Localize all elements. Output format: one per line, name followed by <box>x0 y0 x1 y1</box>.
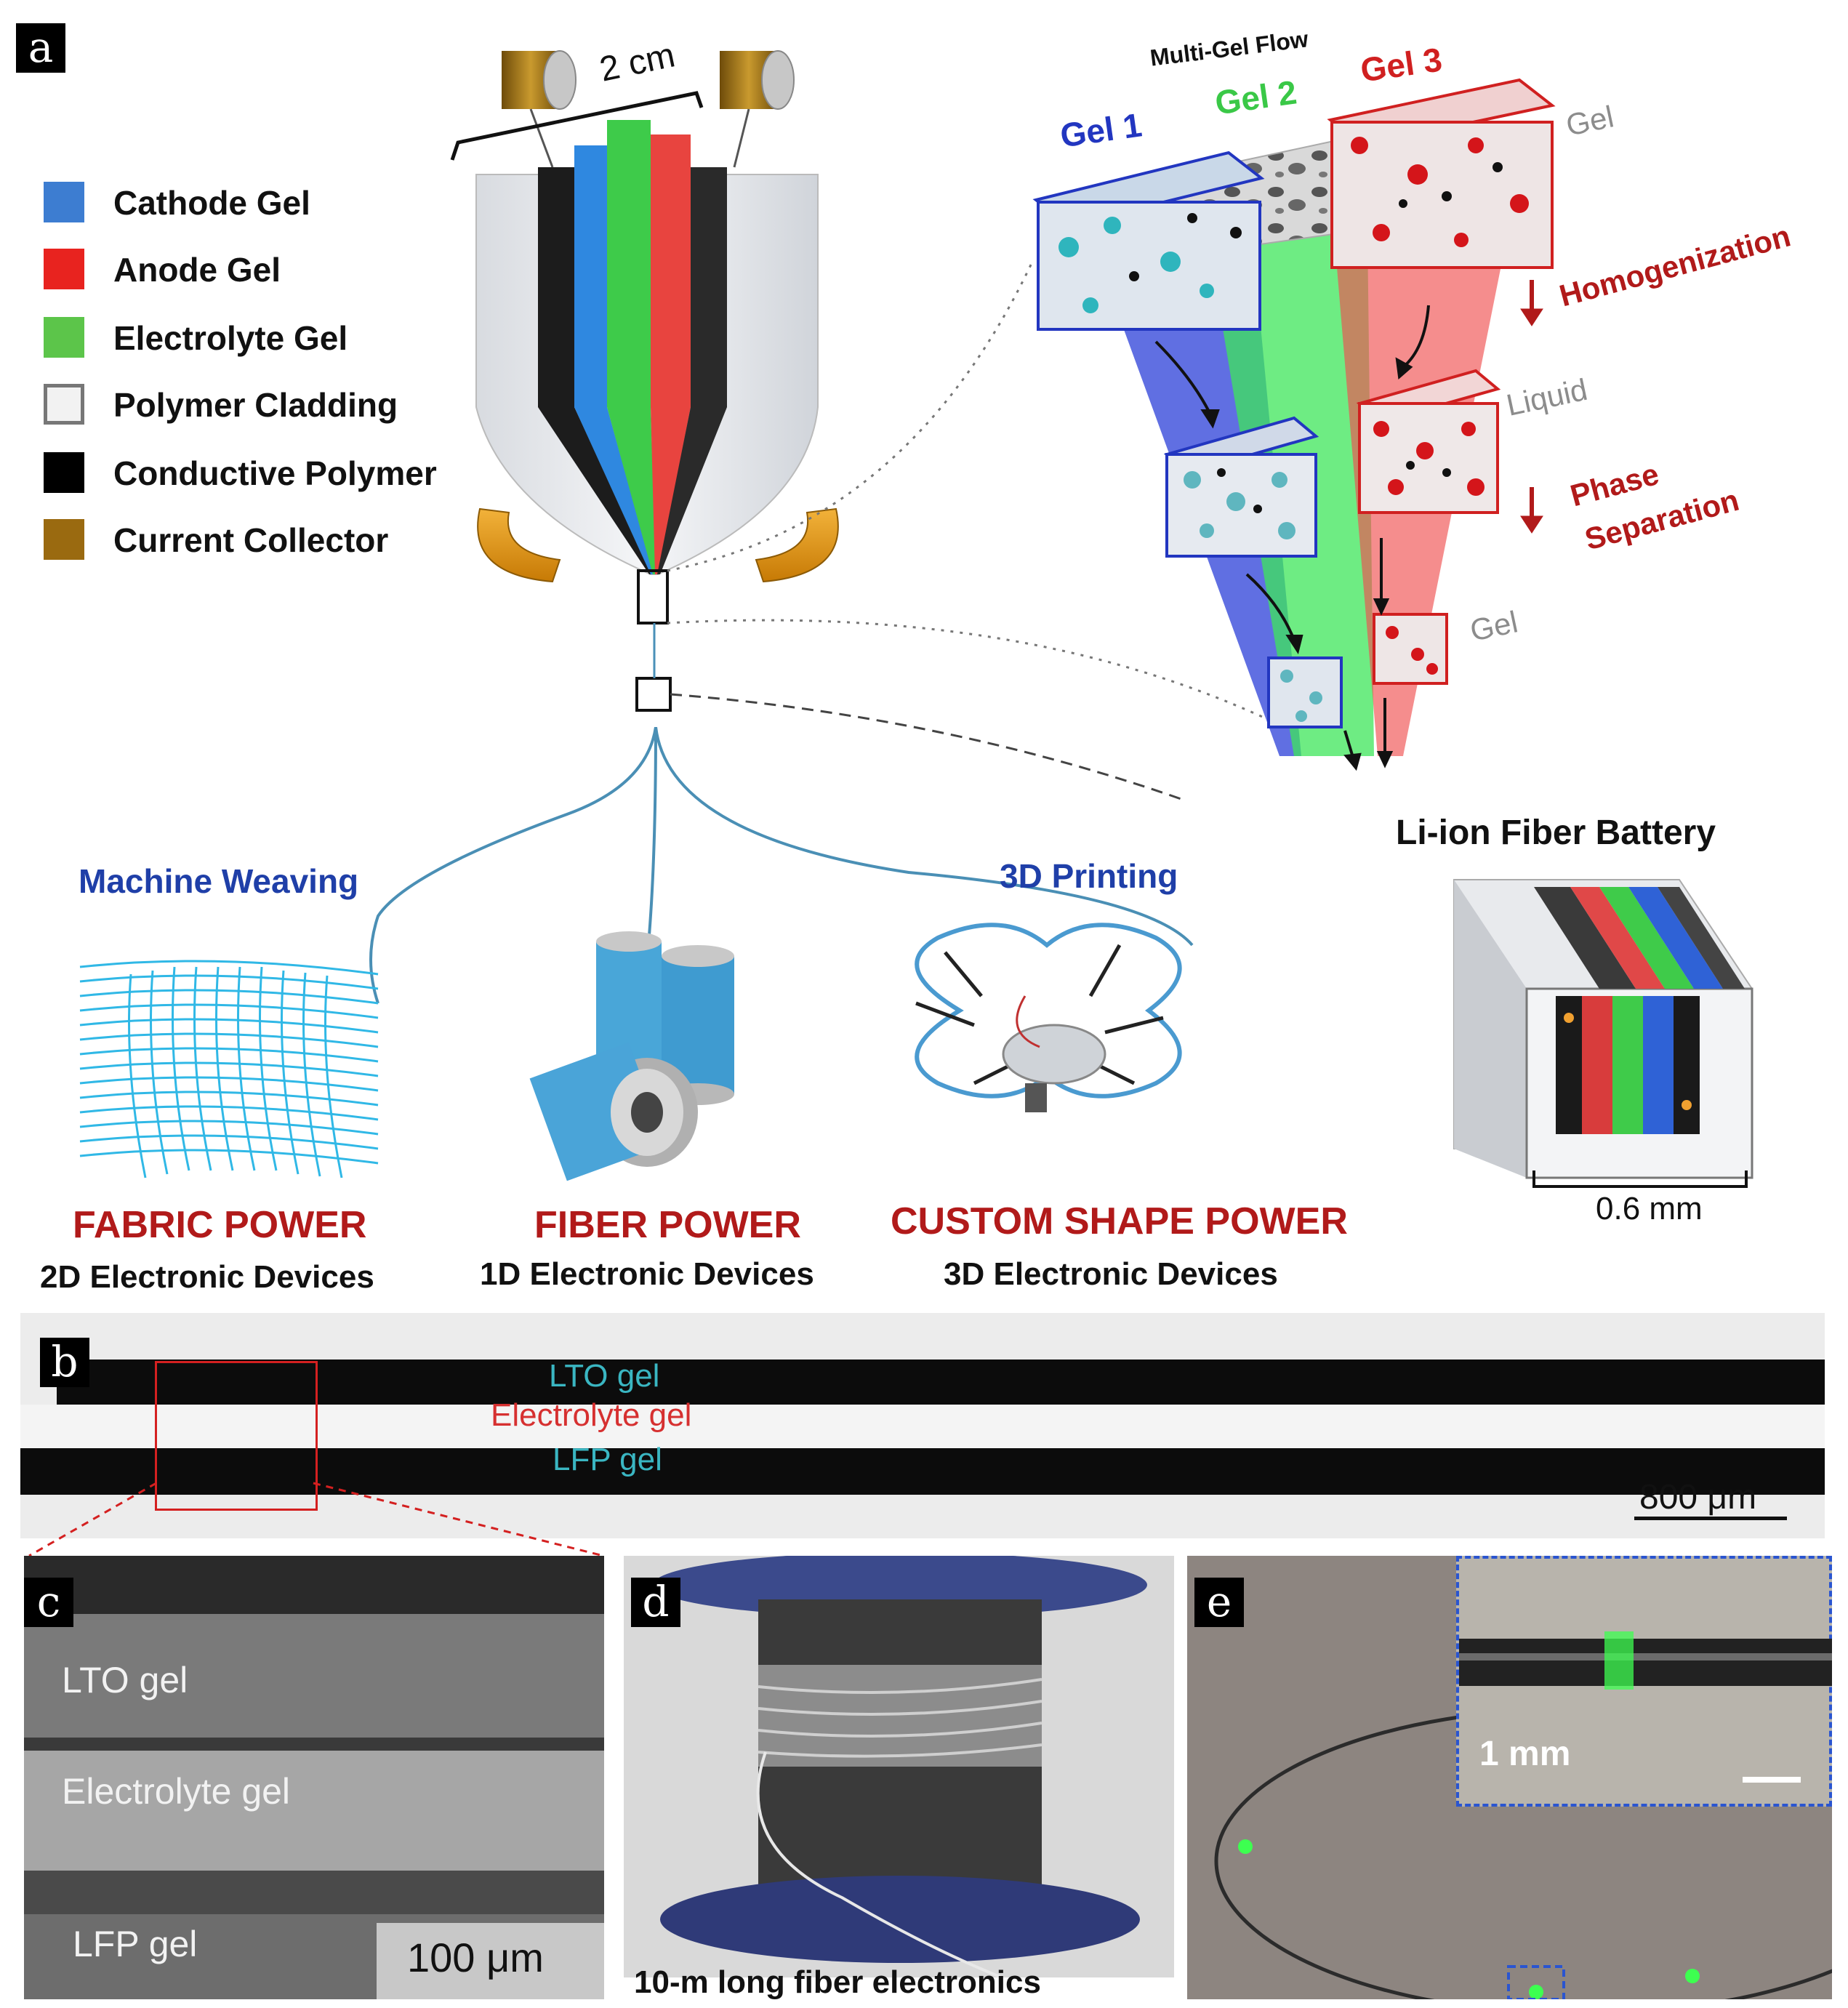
legend-label: Conductive Polymer <box>113 454 437 492</box>
battery-title: Li-ion Fiber Battery <box>1396 814 1716 852</box>
heater-ring-left <box>477 507 561 583</box>
legend-item-anode: Anode Gel <box>44 249 494 292</box>
fabric-power-title: FABRIC POWER <box>73 1204 367 1246</box>
legend-item-conductive: Conductive Polymer <box>44 452 494 496</box>
cathode-stripe <box>574 145 654 574</box>
method-3d-printing: 3D Printing <box>1000 857 1178 895</box>
panel-b-lfp-label: LFP gel <box>553 1442 662 1477</box>
lto-layer <box>57 1360 1825 1405</box>
zoom-connectors <box>28 1482 604 1557</box>
woven-fabric <box>79 960 379 1178</box>
collector-swatch <box>44 519 84 560</box>
spool-photo <box>653 1556 1147 1977</box>
liquid-cube-blue <box>1163 416 1319 558</box>
panel-label-a: a <box>16 23 65 73</box>
anode-stripe <box>651 134 691 574</box>
legend-item-collector: Current Collector <box>44 519 494 563</box>
zoom-box-upper <box>637 569 669 625</box>
drone <box>915 923 1182 1112</box>
battery-cross-section <box>1453 879 1753 1188</box>
panel-c-sem-image <box>24 1556 604 1999</box>
panel-d-caption: 10-m long fiber electronics <box>634 1964 1041 2000</box>
current-collector-right <box>720 50 795 168</box>
panel-label-e: e <box>1194 1578 1244 1627</box>
legend-item-cladding: Polymer Cladding <box>44 384 494 427</box>
panel-label-b: b <box>40 1338 89 1387</box>
legend-item-cathode: Cathode Gel <box>44 182 494 225</box>
scale-bar <box>1634 1517 1787 1520</box>
preform-diagram <box>450 50 1269 800</box>
sem-lto-layer <box>24 1614 604 1738</box>
method-machine-weaving: Machine Weaving <box>79 862 359 900</box>
panel-c-lto-label: LTO gel <box>62 1660 188 1700</box>
panel-c-lfp-label: LFP gel <box>73 1924 198 1964</box>
cathode-swatch <box>44 182 84 222</box>
applications-illustration <box>79 727 1194 1181</box>
conductive-polymer-stripe <box>657 167 727 574</box>
panel-label-c: c <box>24 1578 73 1627</box>
legend-label: Polymer Cladding <box>113 386 398 424</box>
fiber-spools <box>529 931 734 1181</box>
panel-b-micrograph <box>20 1313 1825 1538</box>
panel-label-d: d <box>631 1578 680 1627</box>
conductive-polymer-stripe <box>538 167 652 574</box>
lfp-layer <box>20 1448 1825 1495</box>
panel-e-scale-label: 1 mm <box>1479 1735 1571 1773</box>
panel-b-electrolyte-label: Electrolyte gel <box>491 1397 692 1433</box>
fiber-power-subtitle: 1D Electronic Devices <box>480 1256 814 1292</box>
process-arrows <box>1520 280 1543 534</box>
sem-electrolyte-layer <box>24 1751 604 1871</box>
final-gel-cubes <box>1267 613 1448 728</box>
width-bracket <box>450 91 704 161</box>
panel-b-scale-label: 800 μm <box>1639 1478 1757 1517</box>
cladding-swatch <box>44 384 84 425</box>
fiber-power-title: FIBER POWER <box>534 1204 801 1246</box>
legend-label: Current Collector <box>113 521 389 559</box>
legend-label: Cathode Gel <box>113 184 310 222</box>
battery-scale-label: 0.6 mm <box>1596 1191 1703 1226</box>
liquid-cube-red <box>1356 369 1501 514</box>
legend-label: Anode Gel <box>113 251 281 289</box>
panel-d-photo <box>624 1556 1174 1977</box>
inset-magnified <box>1456 1556 1832 1807</box>
zoom-box-lower <box>635 677 672 712</box>
legend-label: Electrolyte Gel <box>113 319 348 357</box>
current-collector-left <box>502 50 577 168</box>
electrolyte-layer <box>20 1405 1825 1448</box>
panel-e-photo <box>1187 1556 1832 1999</box>
conductive-swatch <box>44 452 84 493</box>
anode-swatch <box>44 249 84 289</box>
panel-c-scale-label: 100 μm <box>407 1935 544 1980</box>
panel-c-electrolyte-label: Electrolyte gel <box>62 1771 291 1812</box>
electrolyte-stripe <box>607 120 656 574</box>
gel3-cube <box>1327 78 1556 269</box>
scale-box <box>377 1923 604 1999</box>
inset-scale-bar <box>1743 1777 1801 1783</box>
flow-arrows <box>1154 305 1430 771</box>
zoom-region-box <box>155 1361 318 1511</box>
electrolyte-swatch <box>44 317 84 358</box>
gel1-cube <box>1032 150 1265 331</box>
heater-ring-right <box>755 507 839 583</box>
panel-b-lto-label: LTO gel <box>549 1358 660 1394</box>
custom-shape-power-subtitle: 3D Electronic Devices <box>944 1256 1278 1292</box>
multigel-flow-diagram <box>1032 78 1556 771</box>
fabric-power-subtitle: 2D Electronic Devices <box>40 1259 374 1295</box>
legend-item-electrolyte: Electrolyte Gel <box>44 317 494 361</box>
custom-shape-power-title: CUSTOM SHAPE POWER <box>891 1200 1348 1242</box>
